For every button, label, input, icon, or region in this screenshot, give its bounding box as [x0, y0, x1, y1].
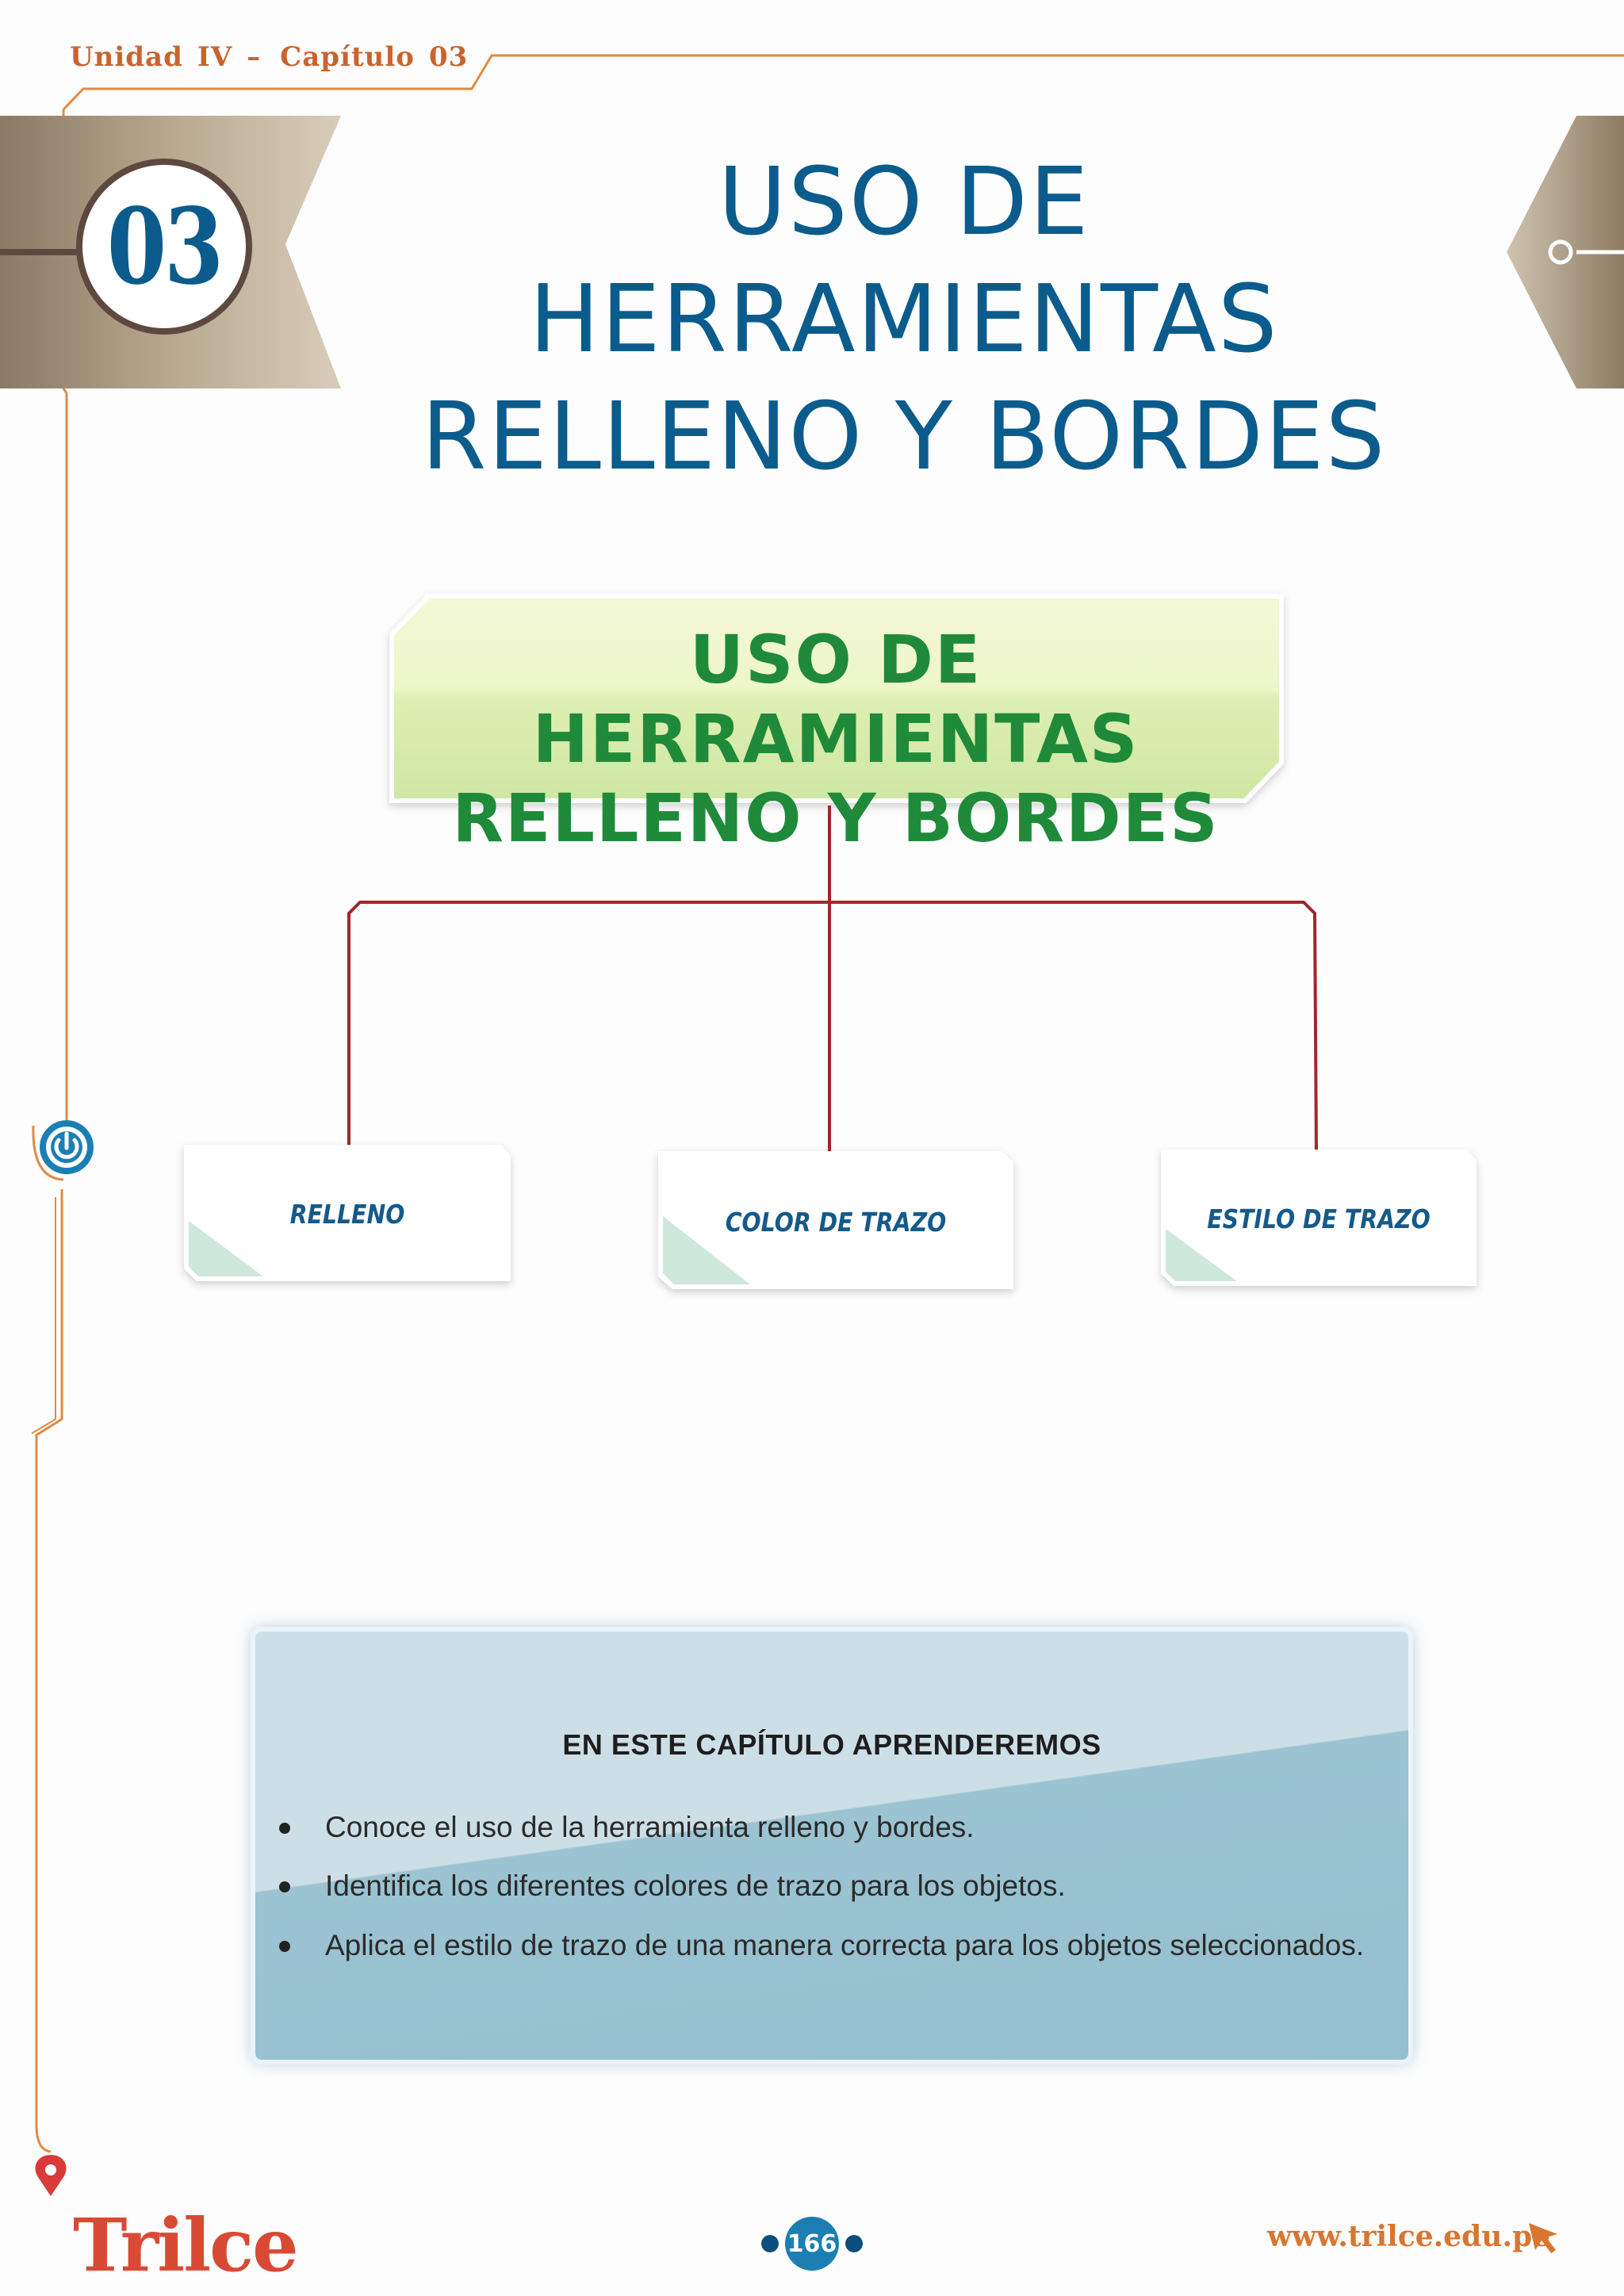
page-title-line1: USO DE HERRAMIENTAS	[529, 147, 1279, 373]
learning-objective-item: Aplica el estilo de trazo de una manera …	[325, 1929, 1365, 1961]
header-separator: –	[247, 41, 262, 73]
page-title: USO DE HERRAMIENTAS RELLENO Y BORDES	[333, 143, 1475, 495]
power-icon	[40, 1120, 94, 1174]
learning-objectives-title: EN ESTE CAPÍTULO APRENDEREMOS	[562, 1728, 1101, 1761]
bullet-1	[279, 1823, 290, 1834]
node-box-estilo-de-trazo	[1161, 1150, 1477, 1286]
page-number-dot-right	[845, 2235, 863, 2252]
badge-number: 03	[106, 185, 224, 308]
learning-objective-item: Identifica los diferentes colores de tra…	[325, 1869, 1066, 1902]
location-pin-icon	[35, 2155, 67, 2196]
trilce-logo: Trilce	[73, 2202, 299, 2288]
chapter-number-badge: 03	[76, 159, 252, 335]
root-title-line2: RELLENO Y BORDES	[452, 779, 1220, 857]
unit-chapter-header: Unidad IV–Capítulo 03	[70, 41, 468, 73]
mind-map-connectors	[347, 806, 1318, 1153]
chapter-label: Capítulo	[280, 41, 415, 73]
page-number: 166	[785, 2217, 839, 2271]
mind-map-node-color-de-trazo: COLOR DE TRAZO	[725, 1207, 947, 1238]
mind-map-node-relleno: RELLENO	[289, 1199, 405, 1230]
bullet-3	[279, 1941, 290, 1952]
node-box-relleno	[184, 1145, 511, 1281]
website-link[interactable]: www.trilce.edu.pe	[1267, 2220, 1551, 2253]
learning-objectives-box	[251, 1627, 1413, 2064]
bullet-2	[279, 1881, 290, 1892]
mind-map-root-title: USO DE HERRAMIENTAS RELLENO Y BORDES	[390, 620, 1281, 858]
page-number-dot-left	[761, 2235, 779, 2252]
root-title-line1: USO DE HERRAMIENTAS	[532, 621, 1139, 778]
cursor-arrow-icon	[1529, 2223, 1557, 2253]
mind-map-node-estilo-de-trazo: ESTILO DE TRAZO	[1207, 1203, 1431, 1234]
node-box-color-de-trazo	[658, 1151, 1013, 1289]
unit-number: IV	[197, 41, 233, 73]
unit-label: Unidad	[70, 41, 183, 73]
root-node-box	[389, 594, 1284, 803]
chapter-banner-right	[1507, 116, 1624, 388]
learning-objective-item: Conoce el uso de la herramienta relleno …	[325, 1811, 975, 1843]
chapter-number: 03	[428, 41, 469, 73]
page-title-line2: RELLENO Y BORDES	[421, 381, 1387, 491]
